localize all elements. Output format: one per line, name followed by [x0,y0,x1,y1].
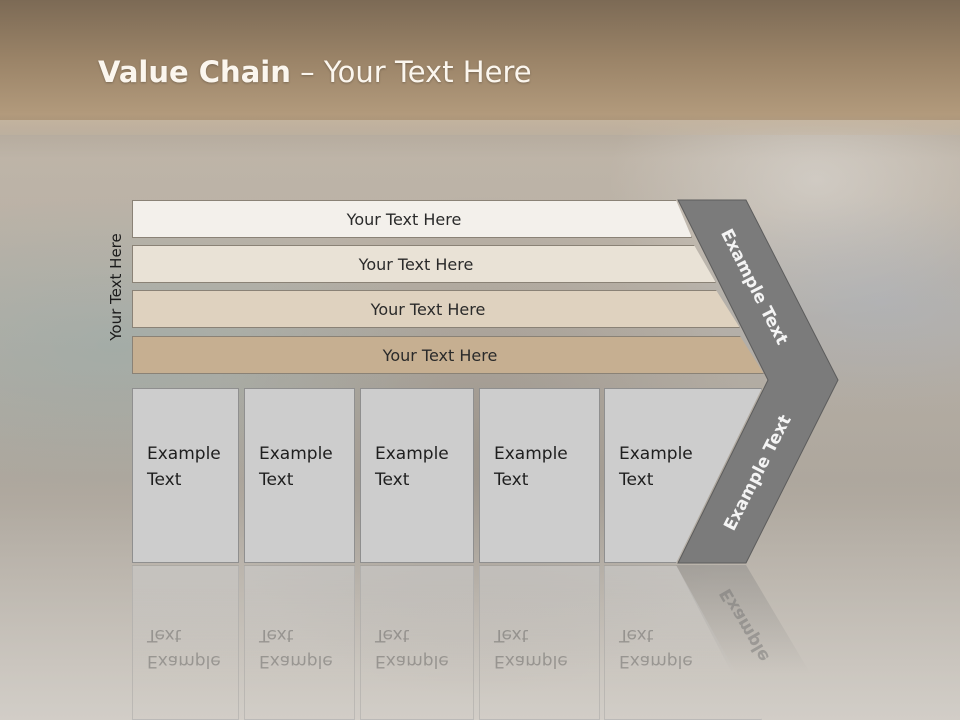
box-reflection-1: Example Text [132,565,239,720]
value-bar-1: Your Text Here [132,200,692,238]
title-bold: Value Chain [98,55,291,89]
box-line-1: Example [375,444,449,464]
reflection-line-2: Text [619,625,654,645]
box-reflection-4: Example Text [479,565,600,720]
box-line-2: Text [259,470,294,490]
reflection-line-1: Example [494,651,568,671]
box-line-2: Text [494,470,529,490]
box-reflection-3: Example Text [360,565,474,720]
bar-label: Your Text Here [358,254,474,274]
slide-title: Value Chain – Your Text Here [98,55,532,89]
bar-label: Your Text Here [382,345,498,365]
value-bar-2: Your Text Here [132,245,716,283]
reflection-line-1: Example [147,651,221,671]
reflection-line-1: Example [619,651,693,671]
box-line-1: Example [147,444,221,464]
reflection-line-2: Text [494,625,529,645]
activity-box-2: Example Text [244,388,355,563]
activity-box-1: Example Text [132,388,239,563]
box-line-2: Text [147,470,182,490]
box-line-2: Text [619,470,654,490]
bar-label: Your Text Here [370,299,486,319]
value-bar-3: Your Text Here [132,290,740,328]
box-line-1: Example [494,444,568,464]
reflection-line-1: Example [259,651,333,671]
activity-box-4: Example Text [479,388,600,563]
reflection-line-1: Example [375,651,449,671]
reflection-line-2: Text [147,625,182,645]
reflection-line-2: Text [259,625,294,645]
box-reflection-2: Example Text [244,565,355,720]
chevron-reflection [676,565,838,720]
value-bar-4: Your Text Here [132,336,764,374]
header-band [0,0,960,135]
title-separator: – [290,55,324,89]
bar-label: Your Text Here [346,209,462,229]
box-line-1: Example [619,444,693,464]
activity-box-3: Example Text [360,388,474,563]
box-line-1: Example [259,444,333,464]
box-line-2: Text [375,470,410,490]
chevron-body [677,199,839,564]
reflection-line-2: Text [375,625,410,645]
title-rest: Your Text Here [323,55,532,89]
